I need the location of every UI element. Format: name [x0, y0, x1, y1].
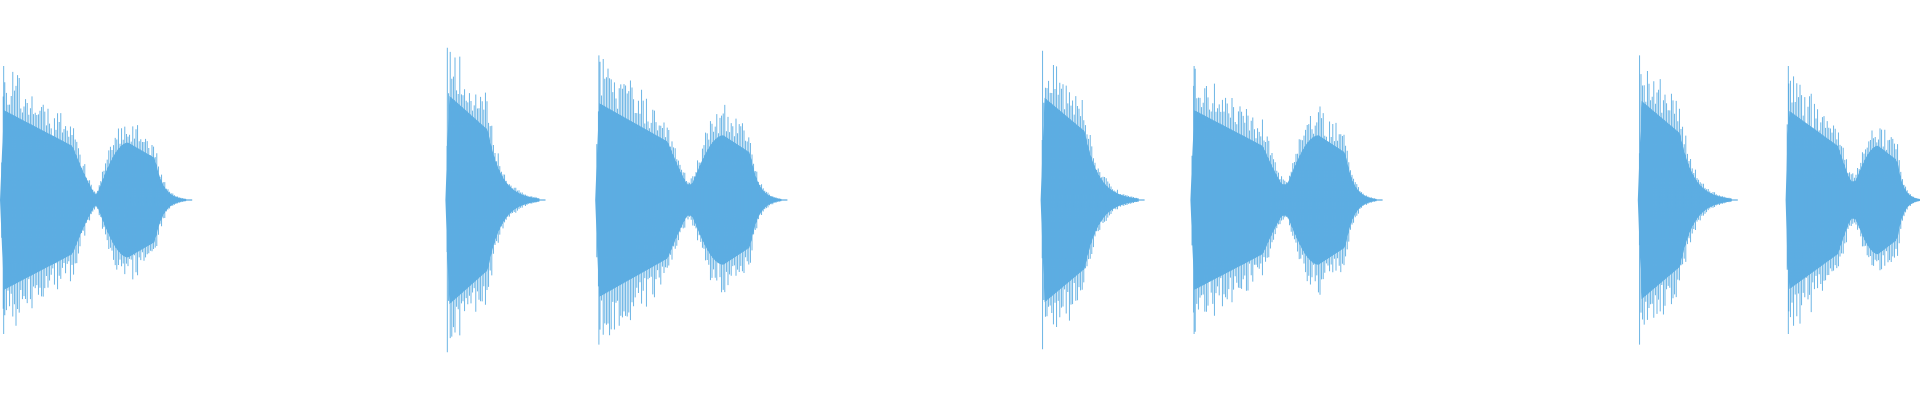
waveform-core	[1637, 101, 1732, 299]
waveform-spikes	[1786, 66, 1920, 334]
waveform-spikes	[1, 66, 187, 334]
waveform-burst	[595, 55, 788, 345]
waveform-burst	[0, 66, 193, 334]
waveform-spikes	[596, 55, 782, 345]
waveform-spikes	[1041, 50, 1139, 350]
waveform-spikes	[1638, 55, 1732, 345]
waveform-core	[1040, 97, 1139, 303]
waveform-trace	[0, 47, 1920, 353]
waveform-burst	[1190, 66, 1383, 334]
waveform-burst	[1785, 66, 1920, 334]
waveform-spikes	[1191, 66, 1377, 334]
waveform-core	[445, 95, 540, 305]
waveform-spikes	[446, 47, 539, 353]
waveform-burst	[445, 47, 546, 353]
waveform-burst	[1637, 55, 1738, 345]
waveform-burst	[1040, 50, 1145, 350]
